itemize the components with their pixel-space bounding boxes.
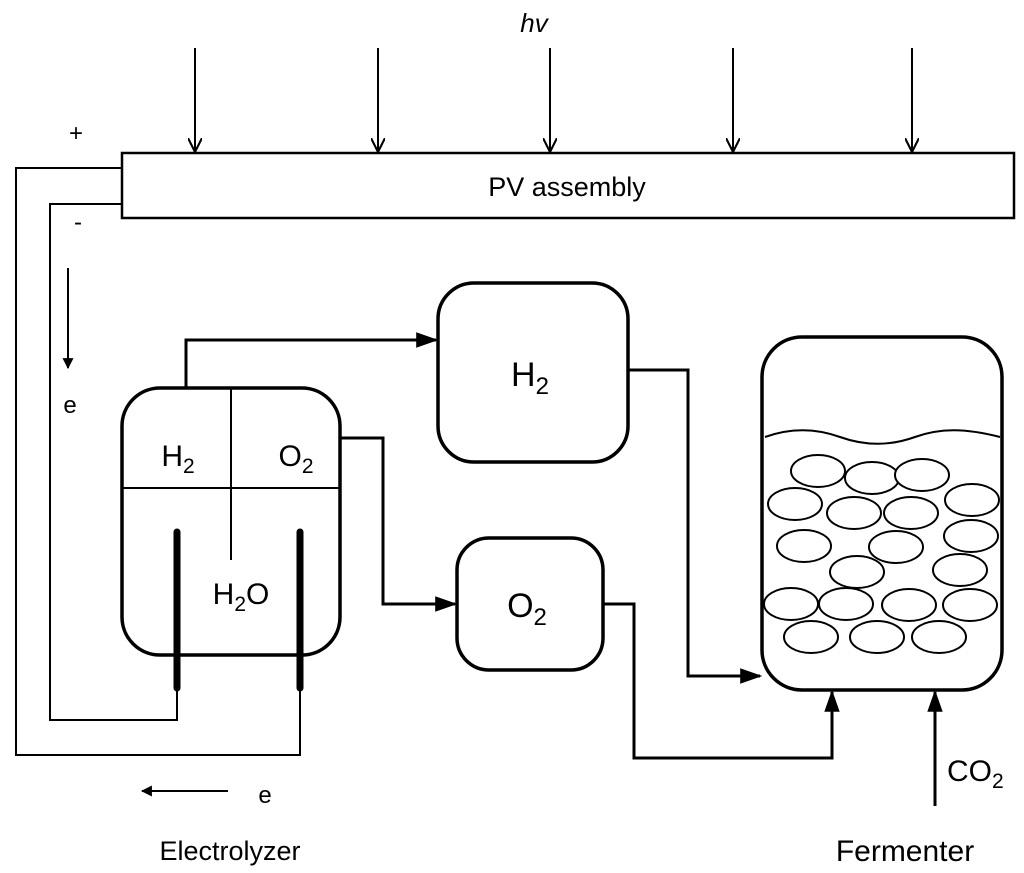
microbe-cell (776, 529, 832, 563)
microbe-cell (783, 620, 839, 654)
h2-tank (436, 281, 630, 464)
microbe-cell (894, 458, 950, 492)
o2-flow-to-fermenter (603, 602, 840, 760)
o2-tank-label: O2 (507, 587, 547, 631)
pv-assembly (120, 151, 1016, 220)
microbe-cell (944, 483, 1000, 517)
microbe-cell (826, 496, 882, 530)
microbe-cell (942, 588, 998, 622)
microbe-cell (844, 461, 900, 495)
h2-flow-to-fermenter (628, 368, 763, 684)
microbe-cell (763, 587, 819, 621)
microbe-cell (849, 620, 905, 654)
pv-minus-sign: - (74, 209, 82, 236)
electrolyzer-h2-label: H2 (161, 440, 194, 478)
fermenter (760, 335, 1004, 692)
microbe-cell (881, 588, 937, 622)
light-label: hv (520, 8, 549, 38)
electrolyzer-caption: Electrolyzer (159, 836, 300, 866)
microbe-cell (943, 519, 999, 553)
microbe-cell (911, 620, 967, 654)
electron-label-left: e (63, 392, 76, 419)
fermenter-liquid-surface (764, 429, 1001, 445)
electrolyzer: H2 O2 H2O (120, 386, 342, 692)
fermenter-caption: Fermenter (836, 835, 974, 868)
positive-wire (15, 167, 301, 756)
microbial-cells (763, 454, 1000, 654)
pv-plus-sign: + (69, 120, 83, 147)
microbe-cell (790, 454, 846, 488)
microbe-cell (868, 530, 924, 564)
o2-flow-to-tank (340, 436, 458, 612)
h2-flow-to-tank (184, 332, 439, 388)
electrolyzer-water-label: H2O (213, 578, 270, 616)
h2-tank-label: H2 (511, 356, 549, 400)
negative-wire (49, 203, 178, 721)
microbe-cell (818, 587, 874, 621)
electrolyzer-o2-label: O2 (278, 440, 313, 478)
microbe-cell (829, 555, 885, 589)
pv-assembly-label: PV assembly (488, 172, 646, 202)
light-rays (195, 48, 912, 152)
microbe-cell (883, 496, 939, 530)
microbe-cell (932, 553, 988, 587)
electron-label-bottom: e (258, 782, 271, 809)
co2-label: CO2 (947, 755, 1004, 793)
microbe-cell (767, 487, 823, 521)
